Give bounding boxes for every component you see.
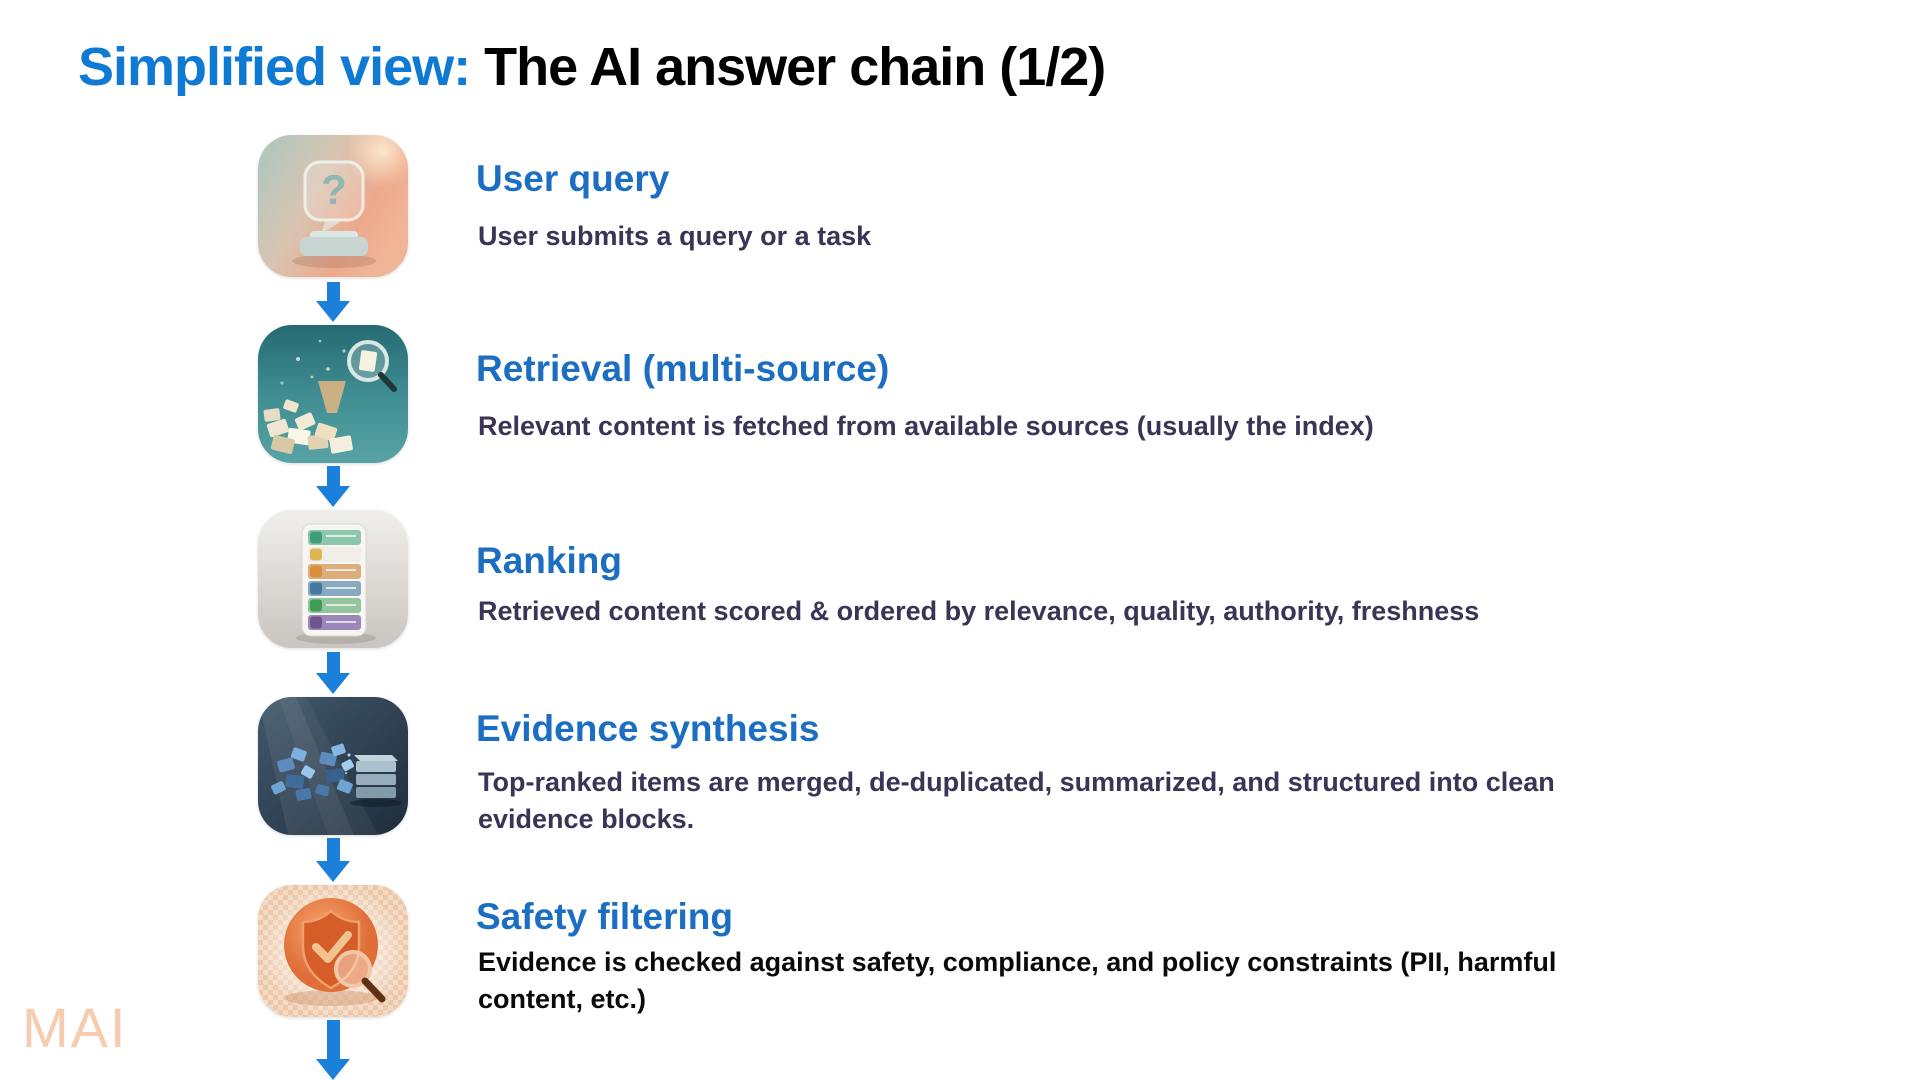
shield-check-magnifier-icon	[258, 885, 408, 1017]
step-heading-safety-filtering: Safety filtering	[476, 896, 733, 937]
down-arrow-icon	[316, 466, 350, 507]
checklist-icon	[258, 510, 408, 648]
down-arrow-icon	[316, 1020, 350, 1080]
step-description-retrieval: Relevant content is fetched from availab…	[478, 411, 1374, 441]
step-heading-user-query: User query	[476, 158, 670, 199]
down-arrow-icon	[316, 282, 350, 322]
step-heading-retrieval: Retrieval (multi-source)	[476, 348, 890, 389]
step-description-ranking: Retrieved content scored & ordered by re…	[478, 596, 1480, 626]
question-mark-icon: ?	[258, 135, 408, 277]
mai-watermark: MAI	[22, 996, 128, 1059]
merge-blocks-icon	[258, 697, 408, 835]
step-heading-ranking: Ranking	[476, 540, 622, 581]
magnifier-papers-icon	[258, 325, 408, 463]
step-heading-evidence-synthesis: Evidence synthesis	[476, 708, 820, 749]
step-description-evidence-synthesis: Top-ranked items are merged, de-duplicat…	[478, 767, 1555, 834]
down-arrow-icon	[316, 652, 350, 694]
step-description-safety-filtering: Evidence is checked against safety, comp…	[478, 947, 1557, 1014]
question-glyph: ?	[321, 166, 347, 213]
page-title-prefix: Simplified view:	[78, 37, 485, 97]
page-title-rest: The AI answer chain (1/2)	[484, 37, 1106, 97]
step-description-user-query: User submits a query or a task	[478, 221, 872, 251]
page-title: Simplified view: The AI answer chain (1/…	[78, 36, 1106, 98]
down-arrow-icon	[316, 838, 350, 882]
